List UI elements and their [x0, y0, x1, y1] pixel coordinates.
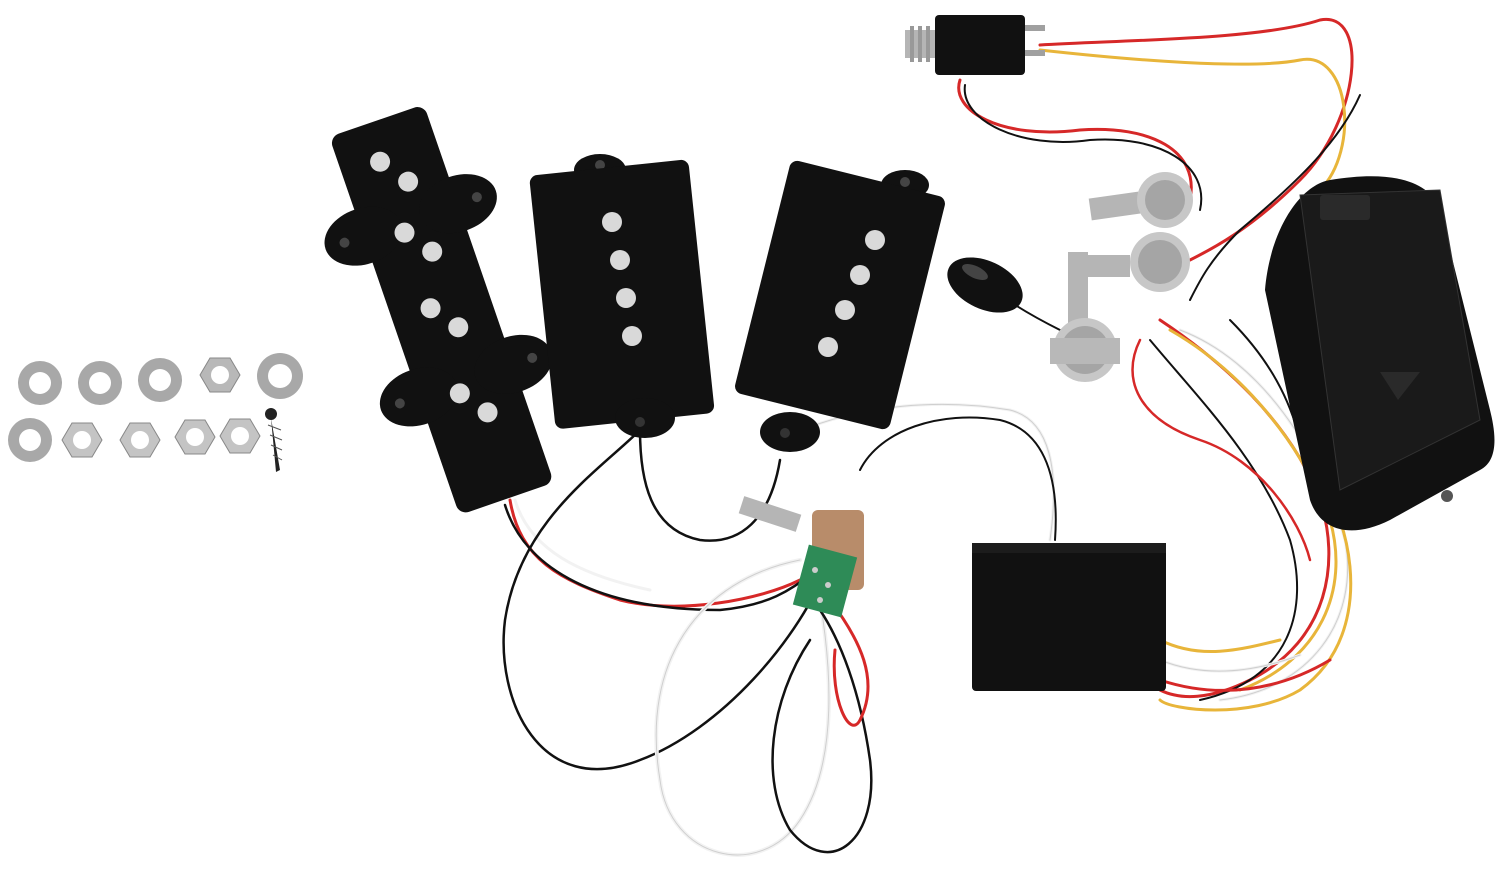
washers-and-nuts — [8, 353, 303, 472]
washer — [18, 361, 62, 405]
battery-box — [1265, 176, 1495, 531]
washer — [8, 418, 52, 462]
washer — [78, 361, 122, 405]
hex-nut — [119, 422, 161, 458]
hex-nut — [199, 357, 241, 393]
potentiometer — [1088, 172, 1193, 228]
wiring-harness — [502, 17, 1361, 857]
preamp-module — [972, 543, 1166, 691]
pole-pieces — [602, 212, 642, 346]
mini-toggle-knob — [947, 257, 1023, 313]
potentiometers — [1050, 172, 1193, 382]
precision-bass-pickup-half-2 — [735, 160, 945, 452]
hex-nut — [219, 418, 261, 454]
output-jack — [905, 15, 1045, 75]
washer — [138, 358, 182, 402]
potentiometer — [1050, 252, 1120, 382]
washer — [257, 353, 303, 399]
hex-nut — [174, 419, 216, 455]
jazz-bass-pickup — [324, 107, 553, 513]
hex-nut — [61, 422, 103, 458]
pcb-switch — [738, 496, 864, 618]
pole-pieces — [818, 230, 885, 357]
screw — [265, 408, 283, 472]
pole-pieces — [370, 151, 498, 423]
precision-bass-pickup-half-1 — [529, 154, 715, 438]
